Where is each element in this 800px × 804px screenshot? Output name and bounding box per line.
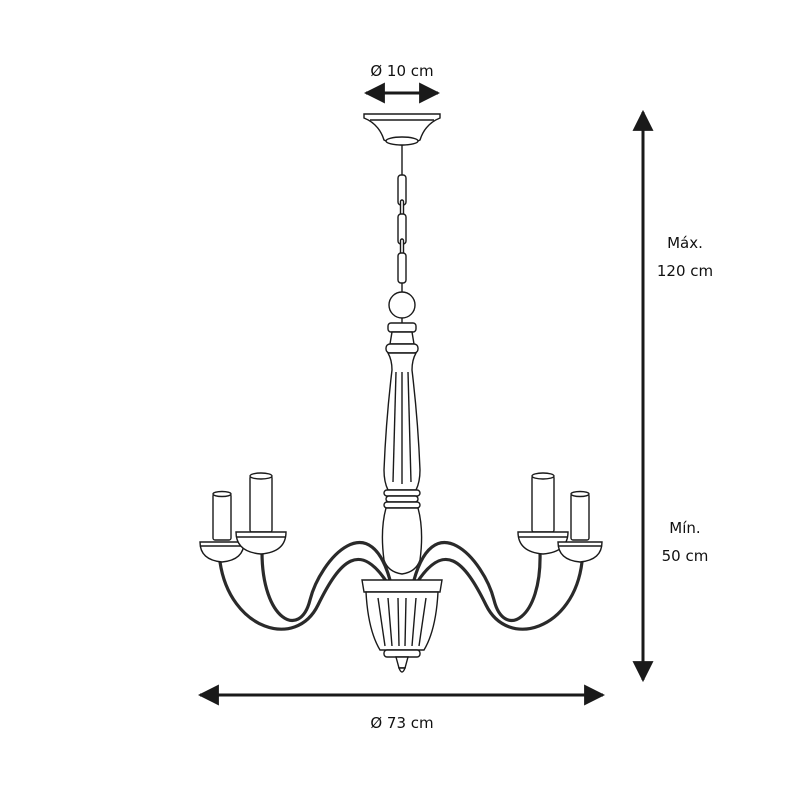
suspension-chain bbox=[397, 174, 407, 292]
max-height-value: 120 cm bbox=[656, 262, 714, 280]
canopy-diameter-label: Ø 10 cm bbox=[370, 62, 434, 80]
arm-right-outer bbox=[414, 557, 584, 631]
candle-right-outer bbox=[557, 490, 603, 563]
candle-left-outer bbox=[199, 490, 245, 563]
central-column bbox=[381, 322, 423, 575]
max-height-caption: Máx. bbox=[667, 234, 703, 252]
arm-left-inner bbox=[260, 541, 394, 622]
arm-right-inner bbox=[410, 541, 542, 622]
arm-left-outer bbox=[218, 557, 390, 631]
overall-diameter-label: Ø 73 cm bbox=[370, 714, 434, 732]
bottom-urn bbox=[361, 579, 443, 673]
min-height-label: Mín. 50 cm bbox=[640, 514, 730, 570]
ball-finial bbox=[388, 291, 416, 323]
candle-left-inner bbox=[235, 472, 287, 555]
max-height-label: Máx. 120 cm bbox=[640, 229, 730, 285]
min-height-caption: Mín. bbox=[669, 519, 701, 537]
candle-right-inner bbox=[517, 472, 569, 555]
scroll-arms bbox=[218, 541, 584, 631]
ceiling-canopy bbox=[363, 113, 441, 175]
min-height-value: 50 cm bbox=[661, 547, 709, 565]
